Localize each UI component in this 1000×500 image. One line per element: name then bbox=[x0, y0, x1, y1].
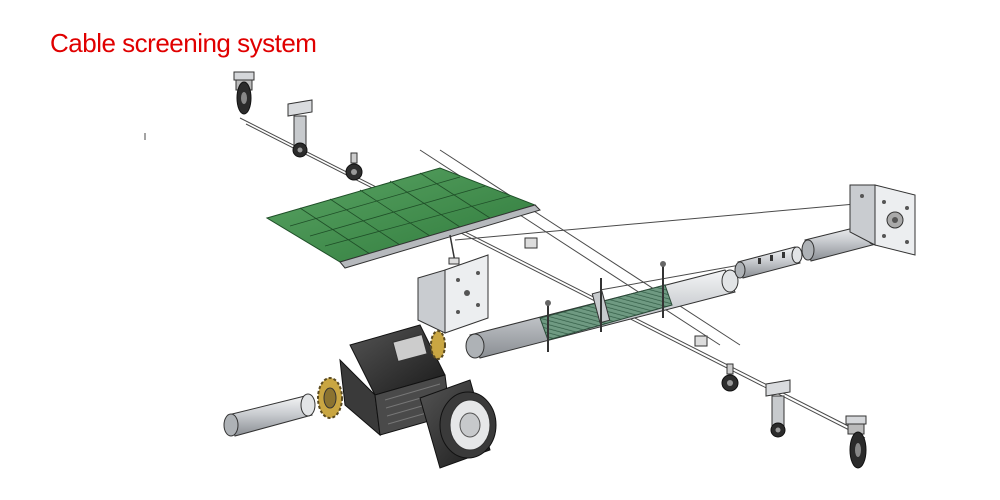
motor-drum bbox=[419, 379, 497, 469]
diagram-title: Cable screening system bbox=[50, 28, 317, 58]
cable-clamp-top bbox=[524, 237, 538, 249]
mounting-plate-left bbox=[417, 254, 489, 334]
threaded-tube bbox=[539, 261, 673, 352]
mounting-plate-right bbox=[849, 184, 916, 256]
small-pulley-top bbox=[345, 152, 363, 181]
caster-wheel-top bbox=[233, 71, 255, 115]
cable-clamp-bottom bbox=[694, 335, 708, 347]
loose-tube-left bbox=[223, 393, 316, 437]
pulley-bracket-bottom bbox=[765, 379, 791, 438]
short-slotted-tube bbox=[734, 246, 803, 279]
drive-gear bbox=[317, 330, 446, 419]
small-pulley-bottom bbox=[721, 363, 739, 392]
pulley-bracket-top bbox=[287, 99, 313, 158]
caster-wheel-bottom bbox=[845, 415, 867, 469]
screen-panel bbox=[265, 167, 541, 269]
